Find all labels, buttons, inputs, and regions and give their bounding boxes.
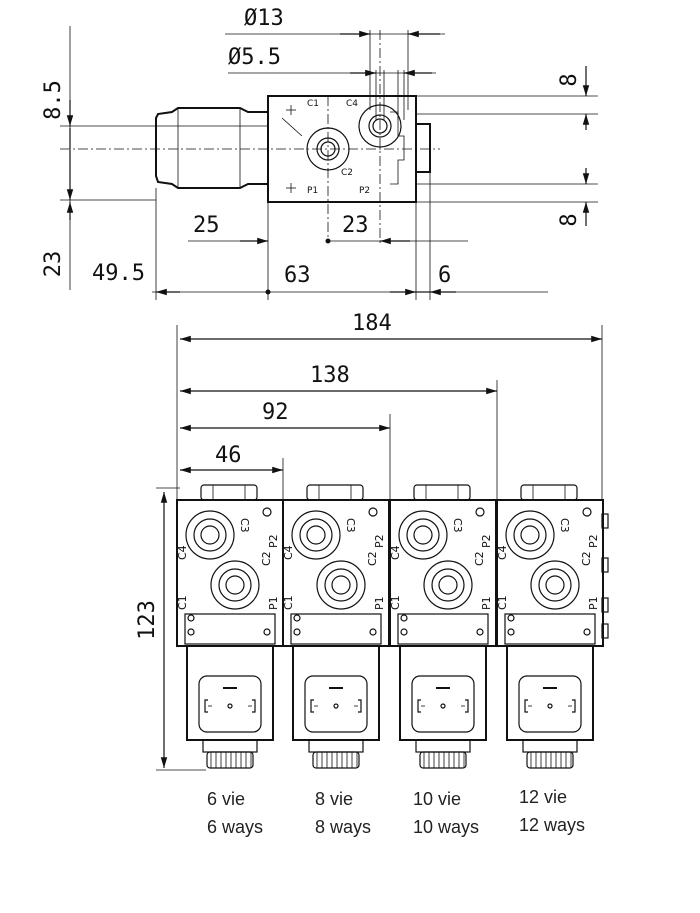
connector-face	[304, 675, 368, 733]
port-upper	[291, 510, 341, 560]
port-label-c4: C4	[282, 545, 295, 560]
port-label-c1: C1	[389, 595, 402, 610]
dim-123: 123	[135, 600, 160, 640]
connector-face	[198, 675, 262, 733]
port-lower	[423, 560, 473, 610]
port-label-c3: C3	[451, 518, 464, 533]
caption-12-ways: 12 ways	[519, 815, 585, 835]
captions: 6 vie 6 ways 8 vie 8 ways 10 vie 10 ways…	[207, 787, 585, 837]
dim-6: 6	[438, 263, 451, 288]
port-label-p2: P2	[587, 534, 600, 548]
port-label-c4: C4	[389, 545, 402, 560]
port-label-p2: P2	[373, 534, 386, 548]
dim-25: 25	[193, 213, 220, 238]
solenoid-extension	[155, 107, 268, 189]
port-label-c2: C2	[580, 551, 593, 566]
port-label-c4: C4	[496, 545, 509, 560]
port-label-p1: P1	[587, 596, 600, 610]
cable-gland	[419, 751, 467, 769]
cable-gland	[206, 751, 254, 769]
port-label-c3: C3	[344, 518, 357, 533]
dim-92: 92	[262, 400, 289, 425]
port-lower	[530, 560, 580, 610]
port-label-c3: C3	[558, 518, 571, 533]
dim-46: 46	[215, 443, 242, 468]
connector-face	[411, 675, 475, 733]
caption-6-vie: 6 vie	[207, 789, 245, 809]
hex-nut	[200, 484, 258, 501]
port-label-c1: C1	[496, 595, 509, 610]
port-label-c1: C1	[307, 99, 319, 109]
port-label-c1: C1	[282, 595, 295, 610]
top-view: Ø13 Ø5.5 8 8 8.5 23 25 23 49.5	[41, 6, 598, 300]
port-label-c3: C3	[238, 518, 251, 533]
caption-8-ways: 8 ways	[315, 817, 371, 837]
port-label-c2: C2	[260, 551, 273, 566]
port-label-p1: P1	[307, 186, 318, 196]
port-label-p1: P1	[267, 596, 280, 610]
dim-8-top: 8	[557, 73, 582, 86]
dim-23-horizontal: 23	[342, 213, 369, 238]
port-upper	[505, 510, 555, 560]
dim-184: 184	[352, 311, 392, 336]
solenoid-coil	[292, 645, 380, 741]
dim-23-vertical: 23	[41, 251, 66, 278]
port-label-c4: C4	[176, 545, 189, 560]
port-label-c2: C2	[473, 551, 486, 566]
caption-10-ways: 10 ways	[413, 817, 479, 837]
port-label-p1: P1	[480, 596, 493, 610]
caption-8-vie: 8 vie	[315, 789, 353, 809]
dim-49-5: 49.5	[92, 261, 145, 286]
cable-gland	[312, 751, 360, 769]
dim-8-5: 8.5	[41, 80, 66, 120]
dim-63: 63	[284, 263, 311, 288]
cable-gland	[526, 751, 574, 769]
connector-face	[518, 675, 582, 733]
port-label-p2: P2	[359, 186, 370, 196]
dim-8-bottom: 8	[557, 213, 582, 226]
hex-nut	[413, 484, 471, 501]
port-upper	[398, 510, 448, 560]
caption-6-ways: 6 ways	[207, 817, 263, 837]
solenoid-coil	[399, 645, 487, 741]
front-view: 184 138 92 46 123	[135, 311, 609, 771]
right-cap	[415, 123, 431, 173]
port-label-p2: P2	[267, 534, 280, 548]
port-label-c1: C1	[176, 595, 189, 610]
dim-138: 138	[310, 363, 350, 388]
port-lower	[210, 560, 260, 610]
port-lower	[316, 560, 366, 610]
hex-nut	[306, 484, 364, 501]
caption-10-vie: 10 vie	[413, 789, 461, 809]
solenoid-coil	[186, 645, 274, 741]
solenoid-coil	[506, 645, 594, 741]
port-label-c2: C2	[341, 168, 353, 178]
port-label-p1: P1	[373, 596, 386, 610]
dim-diameter-5-5: Ø5.5	[228, 45, 281, 70]
port-label-c2: C2	[366, 551, 379, 566]
port-label-c4: C4	[346, 99, 358, 109]
dim-diameter-13: Ø13	[244, 6, 284, 31]
caption-12-vie: 12 vie	[519, 787, 567, 807]
hex-nut	[520, 484, 578, 501]
port-upper	[185, 510, 235, 560]
port-label-p2: P2	[480, 534, 493, 548]
